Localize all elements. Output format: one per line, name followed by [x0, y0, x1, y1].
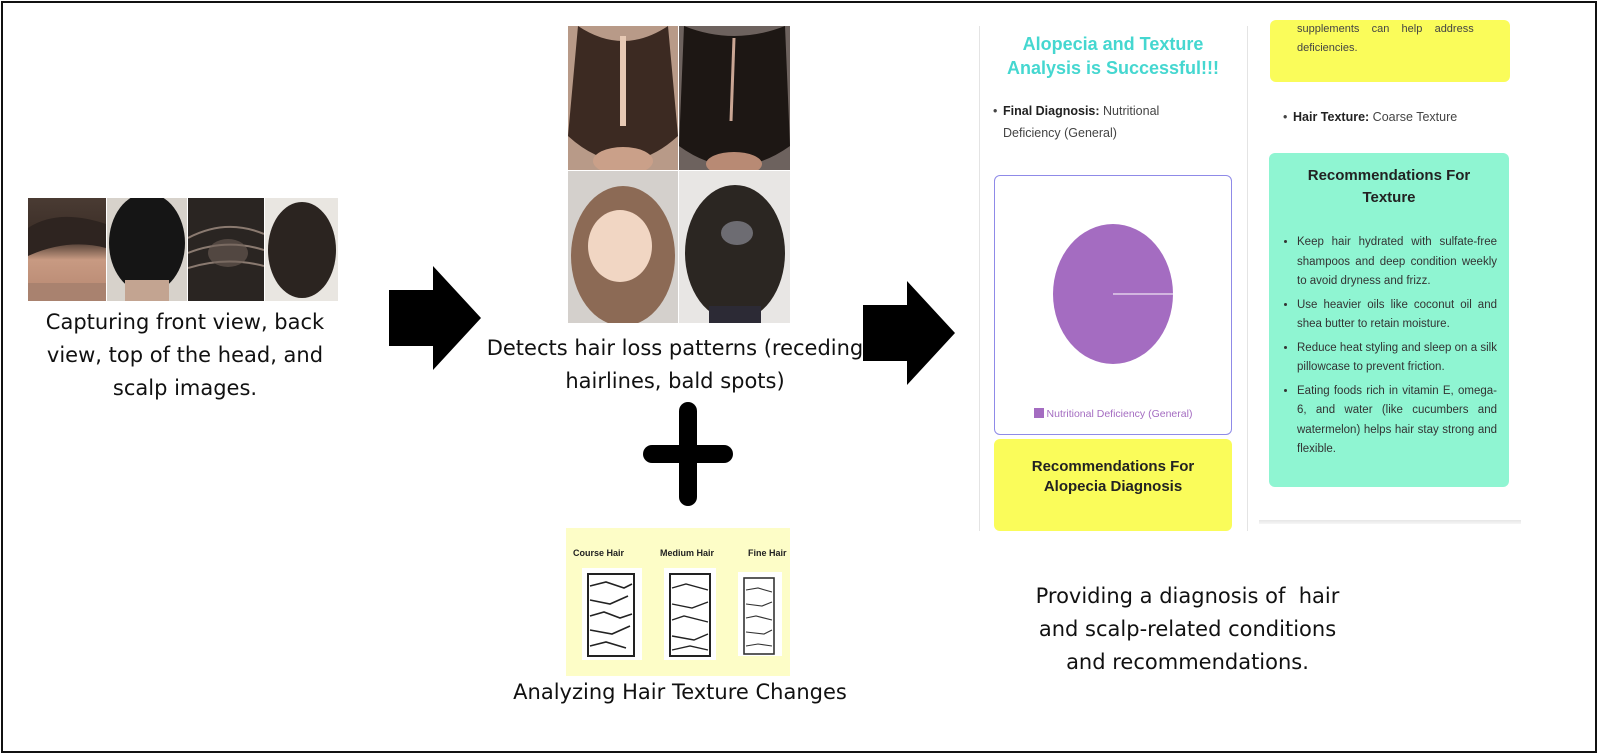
success-title: Alopecia and Texture Analysis is Success… [993, 32, 1233, 80]
success-title-line: Alopecia and Texture [1022, 34, 1204, 54]
nutrition-recommendations-card-tail: supplements can help address deficiencie… [1270, 20, 1510, 82]
scalp-photo [265, 198, 338, 301]
texture-label-fine: Fine Hair [748, 548, 787, 558]
alopecia-recommendations-card: Recommendations For Alopecia Diagnosis [994, 439, 1232, 531]
legend-swatch [1033, 408, 1044, 418]
top-view-photo [188, 198, 264, 301]
bullet-dot: • [1283, 110, 1288, 124]
arrow-right-icon [389, 266, 481, 370]
texture-rec-item: Use heavier oils like coconut oil and sh… [1297, 296, 1497, 335]
result-screenshot: Alopecia and Texture Analysis is Success… [975, 20, 1525, 536]
texture-rec-item: Reduce heat styling and sleep on a silk … [1297, 339, 1497, 378]
texture-recommendations-card: Recommendations For Texture Keep hair hy… [1269, 153, 1509, 487]
texture-rec-title-line: Recommendations For [1307, 167, 1471, 184]
diagnosis-caption-line: and recommendations. [1066, 650, 1309, 674]
hair-texture-item: • Hair Texture: Coarse Texture [1283, 106, 1513, 128]
detect-caption-line: hairlines, bald spots) [565, 369, 785, 393]
diagnosis-caption-line: Providing a diagnosis of hair [1035, 584, 1340, 608]
left-column-border [979, 26, 980, 531]
hair-texture-label: Hair Texture: [1293, 110, 1370, 124]
texture-caption: Analyzing Hair Texture Changes [513, 680, 847, 704]
texture-comparison-image: Course Hair Medium Hair Fine Hair [566, 528, 790, 676]
final-diagnosis-value: Deficiency (General) [1003, 126, 1117, 140]
nutrition-snippet-line: supplements can help address [1297, 23, 1474, 35]
texture-rec-list: Keep hair hydrated with sulfate-free sha… [1283, 233, 1497, 460]
hair-texture-value: Coarse Texture [1372, 110, 1458, 124]
male-crown-thinning-photo [679, 171, 790, 323]
back-view-photo-art [109, 198, 185, 301]
texture-rec-title: Recommendations For Texture [1269, 165, 1509, 209]
capture-caption-line: Capturing front view, back [45, 310, 325, 334]
texture-strands-art [582, 568, 782, 660]
female-parting-photo-2 [679, 26, 790, 170]
bullet-dot: • [993, 104, 998, 118]
top-view-photo-art [188, 225, 264, 269]
plus-icon [643, 402, 733, 506]
front-view-photo-art [28, 216, 106, 301]
diagnosis-caption-line: and scalp-related conditions [1038, 617, 1337, 641]
column-divider [1247, 26, 1248, 531]
female-parting-photo-1 [568, 26, 678, 170]
capture-photo-strip [28, 198, 338, 301]
legend-label: Nutritional Deficiency (General) [1046, 408, 1193, 420]
pie-legend: Nutritional Deficiency (General) [995, 408, 1231, 420]
male-crown-thinning-photo-art [685, 185, 785, 323]
arrow-right-icon [863, 281, 955, 385]
male-crown-bald-photo [568, 171, 678, 323]
alopecia-rec-title-line: Alopecia Diagnosis [1043, 478, 1183, 495]
nutrition-snippet: supplements can help address deficiencie… [1270, 20, 1510, 58]
back-view-photo [107, 198, 187, 301]
capture-caption-line: view, top of the head, and [46, 343, 324, 367]
capture-caption-line: scalp images. [112, 376, 258, 400]
final-diagnosis-value: Nutritional [1103, 104, 1160, 118]
male-crown-bald-photo-art [571, 186, 675, 323]
final-diagnosis-item: • Final Diagnosis: Nutritional Deficienc… [993, 100, 1233, 144]
female-parting-photo-1-art [568, 26, 678, 170]
texture-label-course: Course Hair [573, 548, 625, 558]
front-view-photo [28, 198, 106, 301]
bottom-divider [1259, 520, 1521, 524]
detect-caption-line: Detects hair loss patterns (receding [486, 336, 864, 360]
texture-rec-title-line: Texture [1362, 189, 1416, 206]
pie-chart [1053, 224, 1173, 364]
alopecia-rec-title-line: Recommendations For [1031, 458, 1195, 475]
detect-caption: Detects hair loss patterns (receding hai… [480, 332, 870, 398]
diagnosis-pie-chart-card: Nutritional Deficiency (General) [994, 175, 1232, 435]
texture-label-medium: Medium Hair [660, 548, 715, 558]
alopecia-rec-title: Recommendations For Alopecia Diagnosis [994, 457, 1232, 497]
female-parting-photo-2-art [679, 26, 790, 170]
texture-rec-item: Keep hair hydrated with sulfate-free sha… [1297, 233, 1497, 292]
texture-rec-item: Eating foods rich in vitamin E, omega-6,… [1297, 382, 1497, 460]
scalp-photo-art [268, 202, 336, 298]
capture-caption: Capturing front view, back view, top of … [20, 306, 350, 405]
final-diagnosis-label: Final Diagnosis: [1003, 104, 1100, 118]
hair-loss-photo-grid [568, 26, 790, 323]
success-title-line: Analysis is Successful!!! [1006, 58, 1220, 78]
nutrition-snippet-line: deficiencies. [1297, 42, 1358, 54]
diagnosis-caption: Providing a diagnosis of hair and scalp-… [1015, 580, 1360, 679]
